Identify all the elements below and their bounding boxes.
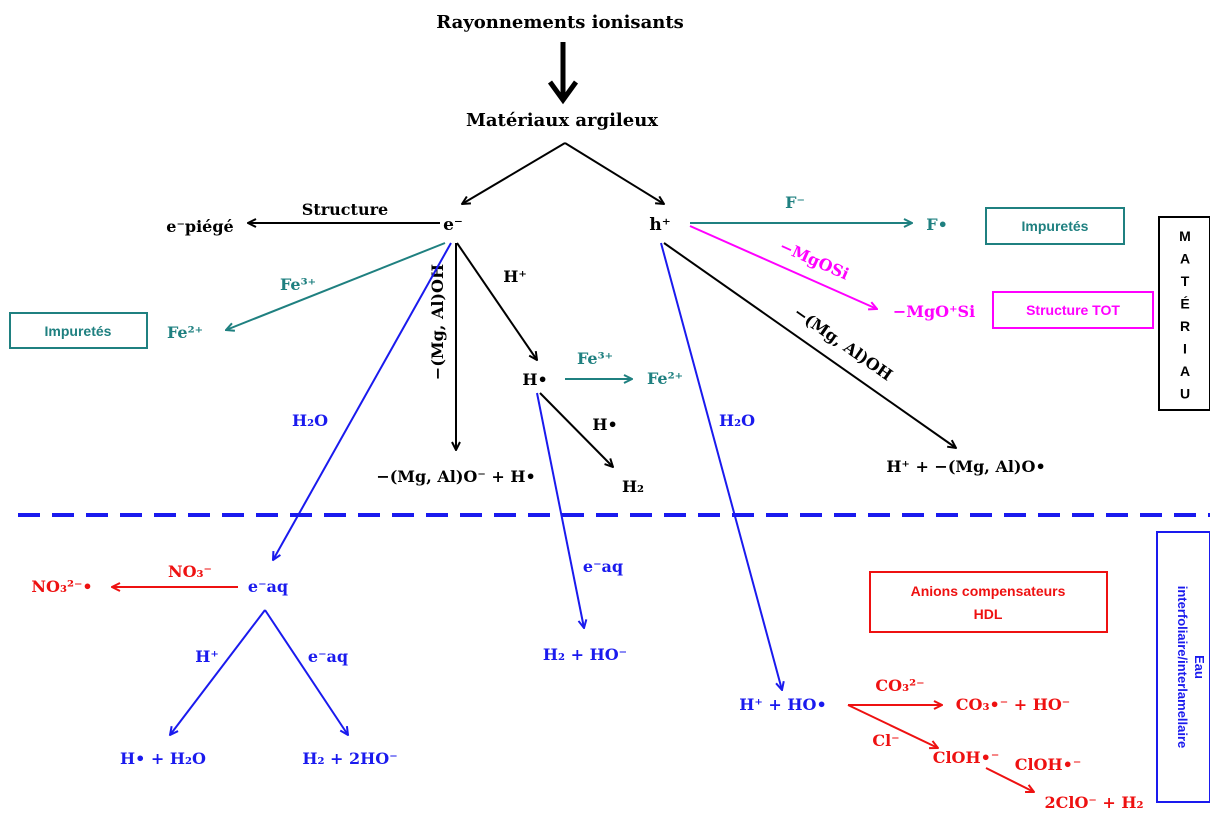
node-f-radical: F• (926, 215, 948, 234)
node-h2-2ho: H₂ + 2HO⁻ (302, 749, 397, 768)
label-no3-minus: NO₃⁻ (168, 562, 212, 581)
label-h-plus: H⁺ (503, 267, 527, 286)
impurities-left-label: Impuretés (45, 323, 112, 339)
title: Rayonnements ionisants (436, 12, 684, 33)
anions-line2: HDL (974, 606, 1003, 622)
label-cloh: ClOH•⁻ (1015, 755, 1082, 774)
arrow-e-aq-h-h2o (170, 609, 266, 735)
eau-line2: interfoliaire/interlamellaire (1175, 586, 1190, 749)
structure-tot-label: Structure TOT (1026, 302, 1120, 318)
materiau-letter: T (1181, 273, 1190, 289)
node-no3-radical: NO₃²⁻• (31, 577, 92, 596)
materiau-letter: I (1183, 341, 1187, 357)
arrow-cl (847, 704, 938, 748)
impurities-right-box (985, 207, 1125, 245)
arrow-e-h2o (273, 242, 452, 560)
label-mgal-oh-left: −(Mg, Al)OH (428, 264, 447, 380)
materiau-letter: A (1180, 251, 1190, 267)
node-co3-radical: CO₃•⁻ + HO⁻ (956, 695, 1070, 714)
node-h-h2o: H• + H₂O (120, 749, 206, 768)
node-h-radical: H• (522, 370, 547, 389)
label-e-aq2: e⁻aq (308, 647, 348, 666)
node-cloh: ClOH•⁻ (933, 748, 1000, 767)
arrow-h-radical-h2-ho (536, 392, 584, 628)
material-label: Matériaux argileux (466, 110, 658, 131)
label-h2o-left: H₂O (292, 411, 328, 430)
label-cl-minus: Cl⁻ (872, 731, 899, 750)
node-clo-h2: 2ClO⁻ + H₂ (1045, 793, 1144, 812)
node-h-plus-mgal-o: H⁺ + −(Mg, Al)O• (886, 457, 1045, 476)
node-h-plus: h⁺ (649, 215, 670, 235)
arrow-cloh (985, 767, 1034, 792)
materiau-letter: A (1180, 363, 1190, 379)
materiau-letter: M (1179, 228, 1191, 244)
arrow-fe3-fe2-left (226, 242, 446, 330)
node-fe2-mid: Fe²⁺ (647, 369, 683, 388)
arrow-h-plus-h2o (660, 242, 782, 690)
arrow-e-h-radical (456, 242, 537, 360)
materiau-box (1158, 216, 1210, 411)
impurities-right-label: Impuretés (1022, 218, 1089, 234)
label-fe3-left: Fe³⁺ (280, 275, 316, 294)
arrow-h-plus-mgal (663, 242, 956, 448)
arrow-h-radical-h2 (539, 392, 613, 467)
label-h2o-right: H₂O (719, 411, 755, 430)
main-down-arrow (547, 42, 579, 105)
node-mgal-o-minus: −(Mg, Al)O⁻ + H• (376, 467, 535, 486)
label-h-radical: H• (592, 415, 617, 434)
materiau-letter: U (1180, 386, 1190, 402)
node-e-minus: e⁻ (443, 215, 463, 235)
label-mgosi: −MgOSi (777, 236, 852, 283)
label-structure: Structure (302, 200, 388, 219)
eau-box (1156, 531, 1210, 803)
node-h-ho-radical: H⁺ + HO• (739, 695, 826, 714)
node-e-aq: e⁻aq (248, 577, 288, 596)
arrow-e-aq-h2-2ho (264, 609, 348, 735)
label-e-aq: e⁻aq (583, 557, 623, 576)
arrow-to-h-plus (564, 142, 664, 204)
structure-tot-box (992, 291, 1154, 329)
materiau-letter: R (1180, 318, 1190, 334)
label-fe3-mid: Fe³⁺ (577, 349, 613, 368)
arrow-mgo-si (689, 225, 877, 309)
impurities-left-box (9, 312, 148, 349)
anions-box (869, 571, 1108, 633)
node-fe2-left: Fe²⁺ (167, 323, 203, 342)
node-e-trapped: e⁻piégé (166, 217, 233, 236)
node-h2-ho: H₂ + HO⁻ (543, 645, 627, 664)
eau-line1: Eau (1192, 655, 1207, 679)
arrow-to-e-minus (462, 142, 566, 204)
anions-line1: Anions compensateurs (911, 583, 1066, 599)
node-h2: H₂ (622, 477, 644, 496)
label-h-plus-blue: H⁺ (195, 647, 219, 666)
label-co3: CO₃²⁻ (875, 676, 924, 695)
label-f-minus: F⁻ (785, 193, 805, 212)
materiau-letter: É (1180, 296, 1189, 312)
node-mgo-si: −MgO⁺Si (893, 302, 975, 321)
